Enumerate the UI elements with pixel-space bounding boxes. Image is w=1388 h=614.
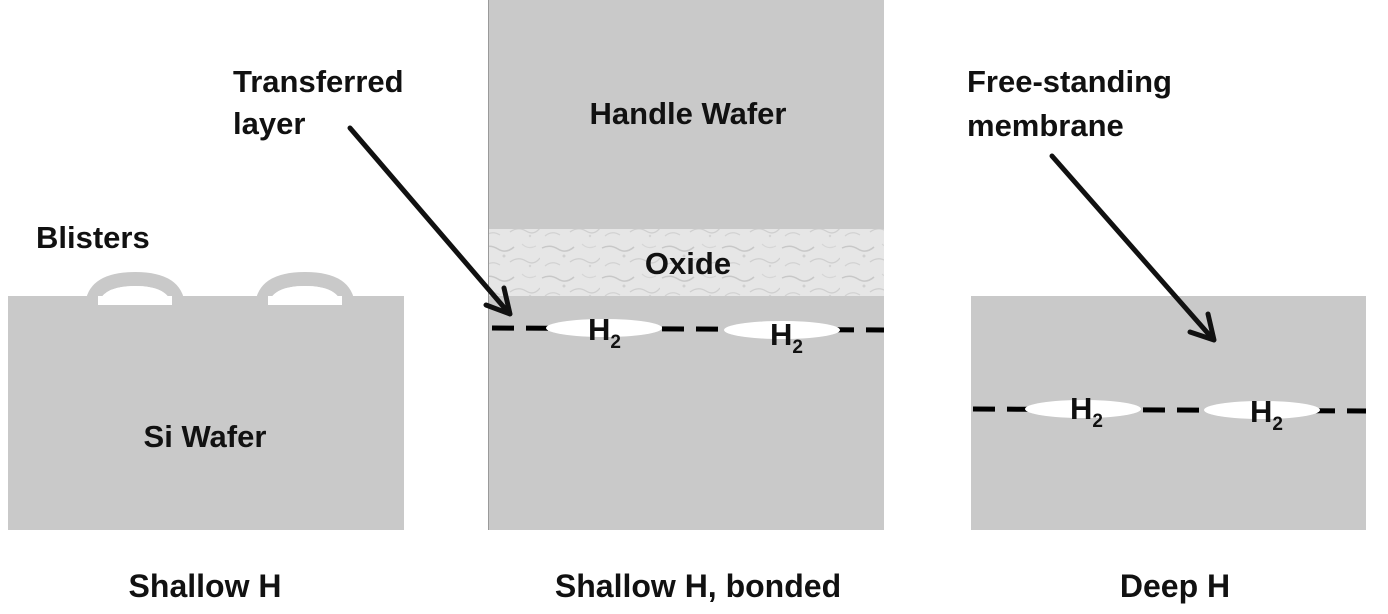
membrane-arrow — [1049, 153, 1215, 341]
handle-wafer — [489, 0, 884, 229]
caption-shallow-h: Shallow H — [129, 568, 282, 604]
blister-right — [255, 272, 355, 305]
h2-label-3: H2 — [1070, 391, 1103, 432]
h2-label-2: H2 — [770, 317, 803, 358]
oxide-label: Oxide — [645, 246, 731, 281]
transferred-layer-label-line1: Transferred — [233, 64, 404, 99]
transferred-layer-arrow — [347, 125, 511, 315]
membrane-annotation: Free-standing membrane — [967, 64, 1217, 343]
transferred-layer-annotation: Transferred layer — [233, 64, 513, 317]
h2-bubble-2 — [724, 321, 840, 339]
h2-bubble-4 — [1204, 401, 1320, 419]
panel-shallow-h: Blisters Si Wafer Shallow H — [8, 220, 404, 604]
si-wafer-label: Si Wafer — [144, 419, 267, 454]
panel-shallow-h-bonded: H2 H2 Handle Wafer Oxide Shallow H, bond… — [488, 0, 885, 604]
blister-left — [85, 272, 185, 305]
caption-deep-h: Deep H — [1120, 568, 1230, 604]
h2-label-1: H2 — [588, 312, 621, 353]
panel-deep-h: H2 H2 Deep H — [971, 296, 1367, 604]
membrane-label-line1: Free-standing — [967, 64, 1172, 99]
h2-bubble-3 — [1025, 400, 1141, 418]
si-wafer — [8, 296, 404, 530]
handle-wafer-label: Handle Wafer — [590, 96, 787, 131]
caption-shallow-h-bonded: Shallow H, bonded — [555, 568, 841, 604]
blisters-label: Blisters — [36, 220, 150, 255]
membrane-label-line2: membrane — [967, 108, 1124, 143]
h2-bubble-1 — [546, 319, 662, 337]
transferred-layer-label-line2: layer — [233, 106, 305, 141]
h2-label-4: H2 — [1250, 394, 1283, 435]
oxide-layer — [489, 229, 884, 296]
